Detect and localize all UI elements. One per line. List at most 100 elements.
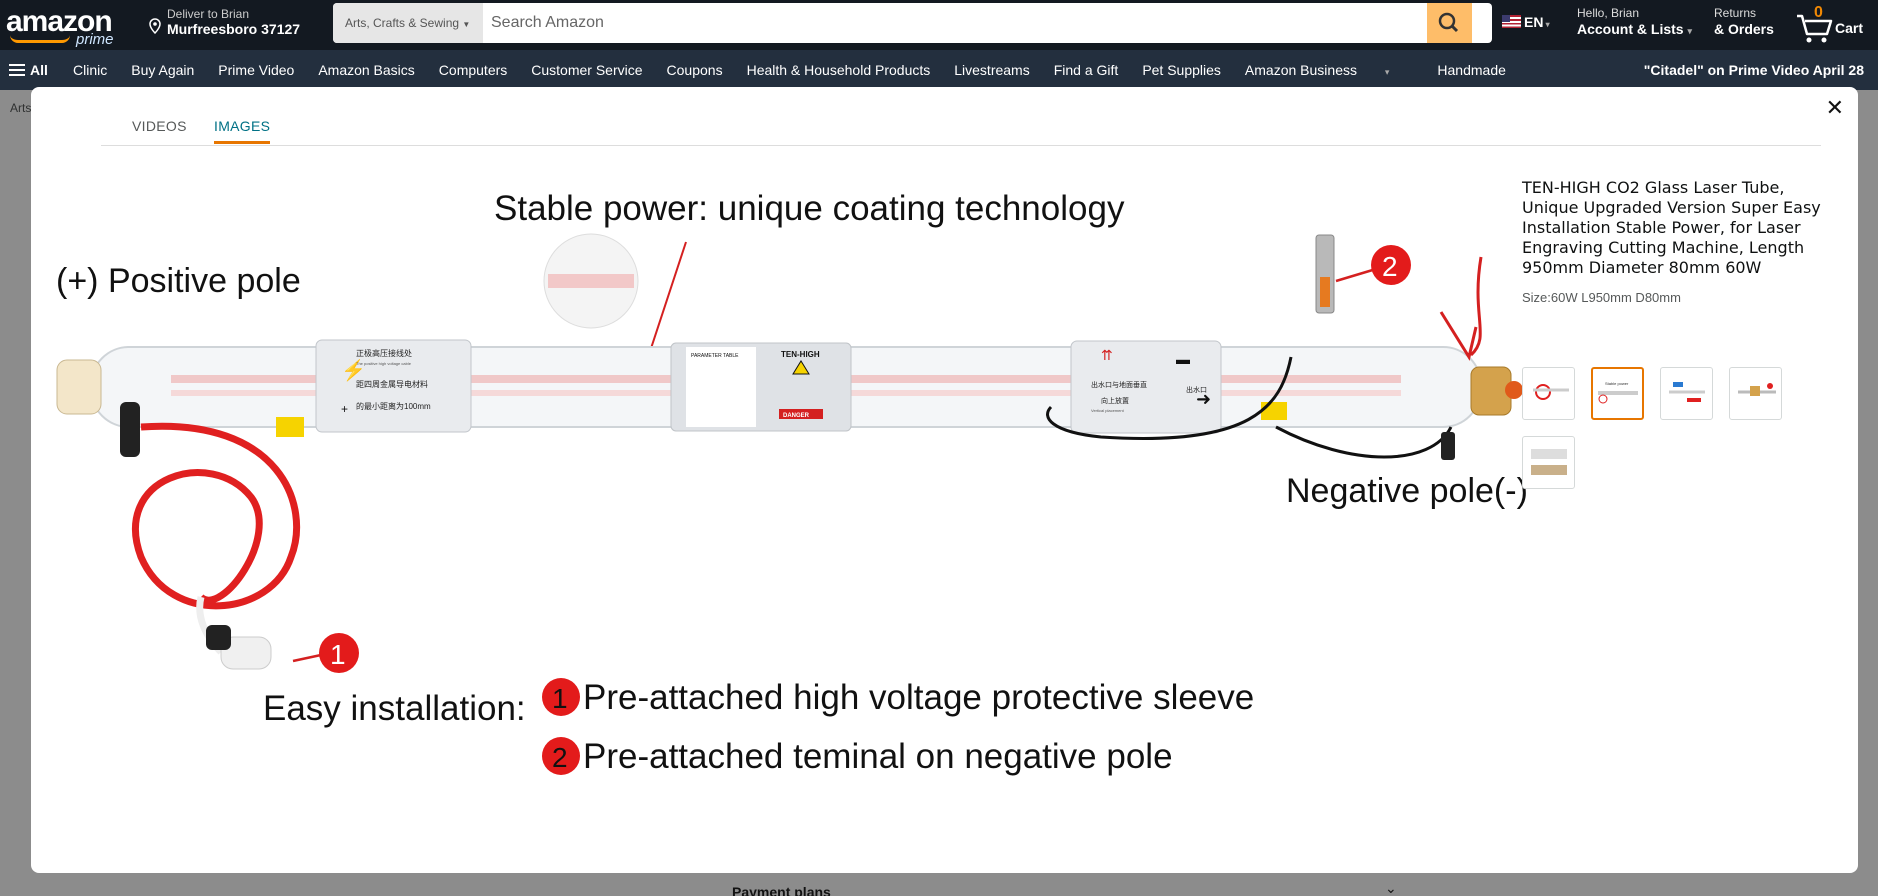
thumbnail-1[interactable] — [1522, 367, 1575, 420]
hamburger-icon — [9, 64, 25, 76]
promo-link[interactable]: "Citadel" on Prime Video April 28 — [1643, 62, 1864, 78]
parameter-title: PARAMETER TABLE — [691, 353, 739, 359]
product-info: TEN-HIGH CO2 Glass Laser Tube, Unique Up… — [1522, 178, 1832, 305]
left-label-en: The positive high voltage cable — [356, 361, 412, 366]
svg-text:Stable power: Stable power — [1605, 381, 1629, 386]
callout2-badge — [1371, 245, 1411, 285]
nav-link-buy-again[interactable]: Buy Again — [131, 62, 195, 78]
logo-prime-text: prime — [76, 31, 114, 48]
amazon-logo[interactable]: amazon prime — [6, 5, 124, 48]
negative-wire — [1046, 356, 1293, 440]
nav-link-prime-video[interactable]: Prime Video — [218, 62, 295, 78]
search-category-label: Arts, Crafts & Sewing — [345, 16, 460, 30]
language-label: EN — [1524, 14, 1544, 30]
negative-pole-label: Negative pole(-) — [1286, 472, 1528, 510]
nav-link-computers[interactable]: Computers — [438, 62, 508, 78]
nav-link-clinic[interactable]: Clinic — [73, 62, 108, 78]
callout1-number: 1 — [330, 639, 346, 670]
brass-fitting — [1470, 366, 1512, 416]
cart-label: Cart — [1835, 20, 1864, 36]
tab-images[interactable]: IMAGES — [214, 118, 271, 144]
protective-sleeve — [220, 636, 272, 670]
language-selector[interactable]: EN ▾ — [1502, 14, 1562, 36]
deliver-line1: Deliver to Brian — [167, 7, 250, 21]
close-icon[interactable]: ✕ — [1825, 95, 1844, 120]
red-fitting-cap — [1505, 381, 1523, 399]
easy-installation-label: Easy installation: — [263, 689, 526, 728]
thumbnail-5[interactable] — [1522, 436, 1575, 489]
returns-line2: & Orders — [1714, 21, 1774, 37]
nav-link-coupons[interactable]: Coupons — [666, 62, 723, 78]
thumbnail-image — [1669, 382, 1705, 402]
cable-boot — [120, 402, 140, 457]
returns-orders[interactable]: Returns & Orders — [1714, 6, 1784, 44]
media-tabs: VIDEOS IMAGES — [101, 110, 1821, 146]
thumbnail-3[interactable] — [1660, 367, 1713, 420]
payment-plans-label: Payment plans — [732, 884, 831, 896]
nav-link-customer-service[interactable]: Customer Service — [531, 62, 643, 78]
coating-sample — [548, 274, 634, 288]
positive-sticker — [276, 417, 304, 437]
search-input[interactable] — [483, 3, 1427, 43]
tab-videos[interactable]: VIDEOS — [132, 118, 187, 134]
image-heading: Stable power: unique coating technology — [494, 189, 1125, 228]
danger-label — [779, 409, 823, 419]
cart-icon — [1797, 14, 1833, 43]
nav-link-amazon-basics[interactable]: Amazon Basics — [318, 62, 415, 78]
nav-link-handmade[interactable]: Handmade — [1437, 62, 1506, 78]
nav-link-find-a-gift[interactable]: Find a Gift — [1053, 62, 1119, 78]
nav-link-pet-supplies[interactable]: Pet Supplies — [1142, 62, 1221, 78]
deliver-to[interactable]: Deliver to Brian Murfreesboro 37127 — [148, 6, 308, 44]
account-menu[interactable]: Hello, Brian Account & Lists ▾ — [1577, 6, 1697, 44]
search-category-select[interactable]: Arts, Crafts & Sewing ▼ — [333, 3, 483, 43]
right-label — [1070, 340, 1222, 434]
nav-link-livestreams[interactable]: Livestreams — [954, 62, 1030, 78]
thumbnail-image: Stable power — [1598, 381, 1638, 404]
subnav-links: Clinic Buy Again Prime Video Amazon Basi… — [73, 62, 1530, 78]
thumbnail-2[interactable]: Stable power — [1591, 367, 1644, 420]
left-label — [315, 339, 472, 433]
left-label-cn: 正极高压接线处 — [356, 348, 412, 358]
logo-text: amazon — [6, 5, 113, 38]
red-hand-arrow-icon — [1439, 256, 1483, 361]
caret-down-icon: ▾ — [1543, 20, 1550, 29]
nav-link-amazon-business[interactable]: Amazon Business ▾ — [1244, 62, 1390, 78]
caret-down-icon: ▼ — [462, 20, 471, 29]
chevron-down-icon[interactable]: ⌄ — [1385, 880, 1397, 896]
logo-smile-icon — [10, 35, 70, 43]
caret-down-icon: ▾ — [1384, 67, 1390, 77]
item1-number: 1 — [552, 683, 568, 714]
breadcrumb[interactable]: Arts — [10, 101, 32, 115]
thumbnail-4[interactable] — [1729, 367, 1782, 420]
thumbnail-image — [1531, 449, 1567, 475]
search-bar: Arts, Crafts & Sewing ▼ — [333, 3, 1492, 43]
callout2-number: 2 — [1382, 251, 1398, 282]
high-voltage-icon: ⚡ — [341, 358, 366, 382]
search-button[interactable] — [1427, 3, 1472, 43]
thumbnail-image — [1738, 383, 1776, 396]
item2-badge — [542, 737, 580, 775]
negative-sticker — [1261, 402, 1287, 420]
callout2-arrow — [1335, 267, 1377, 283]
arrow-right-icon: ➜ — [1196, 389, 1211, 409]
minus-icon: ▬ — [1176, 351, 1190, 367]
sleeve-connector — [206, 625, 231, 650]
outlet-label: 出水口 — [1186, 385, 1207, 394]
parameter-table — [686, 347, 756, 427]
red-cable — [131, 422, 301, 610]
all-menu-button[interactable]: All — [9, 62, 48, 78]
up-arrows-icon: ⇈ — [1101, 347, 1113, 363]
callout1-badge — [319, 633, 359, 673]
nav-link-health-household[interactable]: Health & Household Products — [746, 62, 931, 78]
us-flag-icon — [1502, 15, 1521, 28]
account-greeting: Hello, Brian — [1577, 6, 1640, 20]
thumbnail-image — [1533, 384, 1569, 400]
cart-button[interactable]: 0 Cart — [1795, 4, 1875, 46]
right-label-cn2: 向上放置 — [1101, 396, 1129, 405]
left-label-cn2: 距四周金属导电材料 — [356, 379, 428, 389]
positive-pole-label: (+) Positive pole — [56, 262, 301, 300]
callout1-arrow — [292, 653, 322, 663]
main-product-image: Stable power: unique coating technology … — [56, 189, 1528, 776]
product-size: Size:60W L950mm D80mm — [1522, 290, 1681, 305]
danger-text: DANGER — [783, 413, 810, 419]
